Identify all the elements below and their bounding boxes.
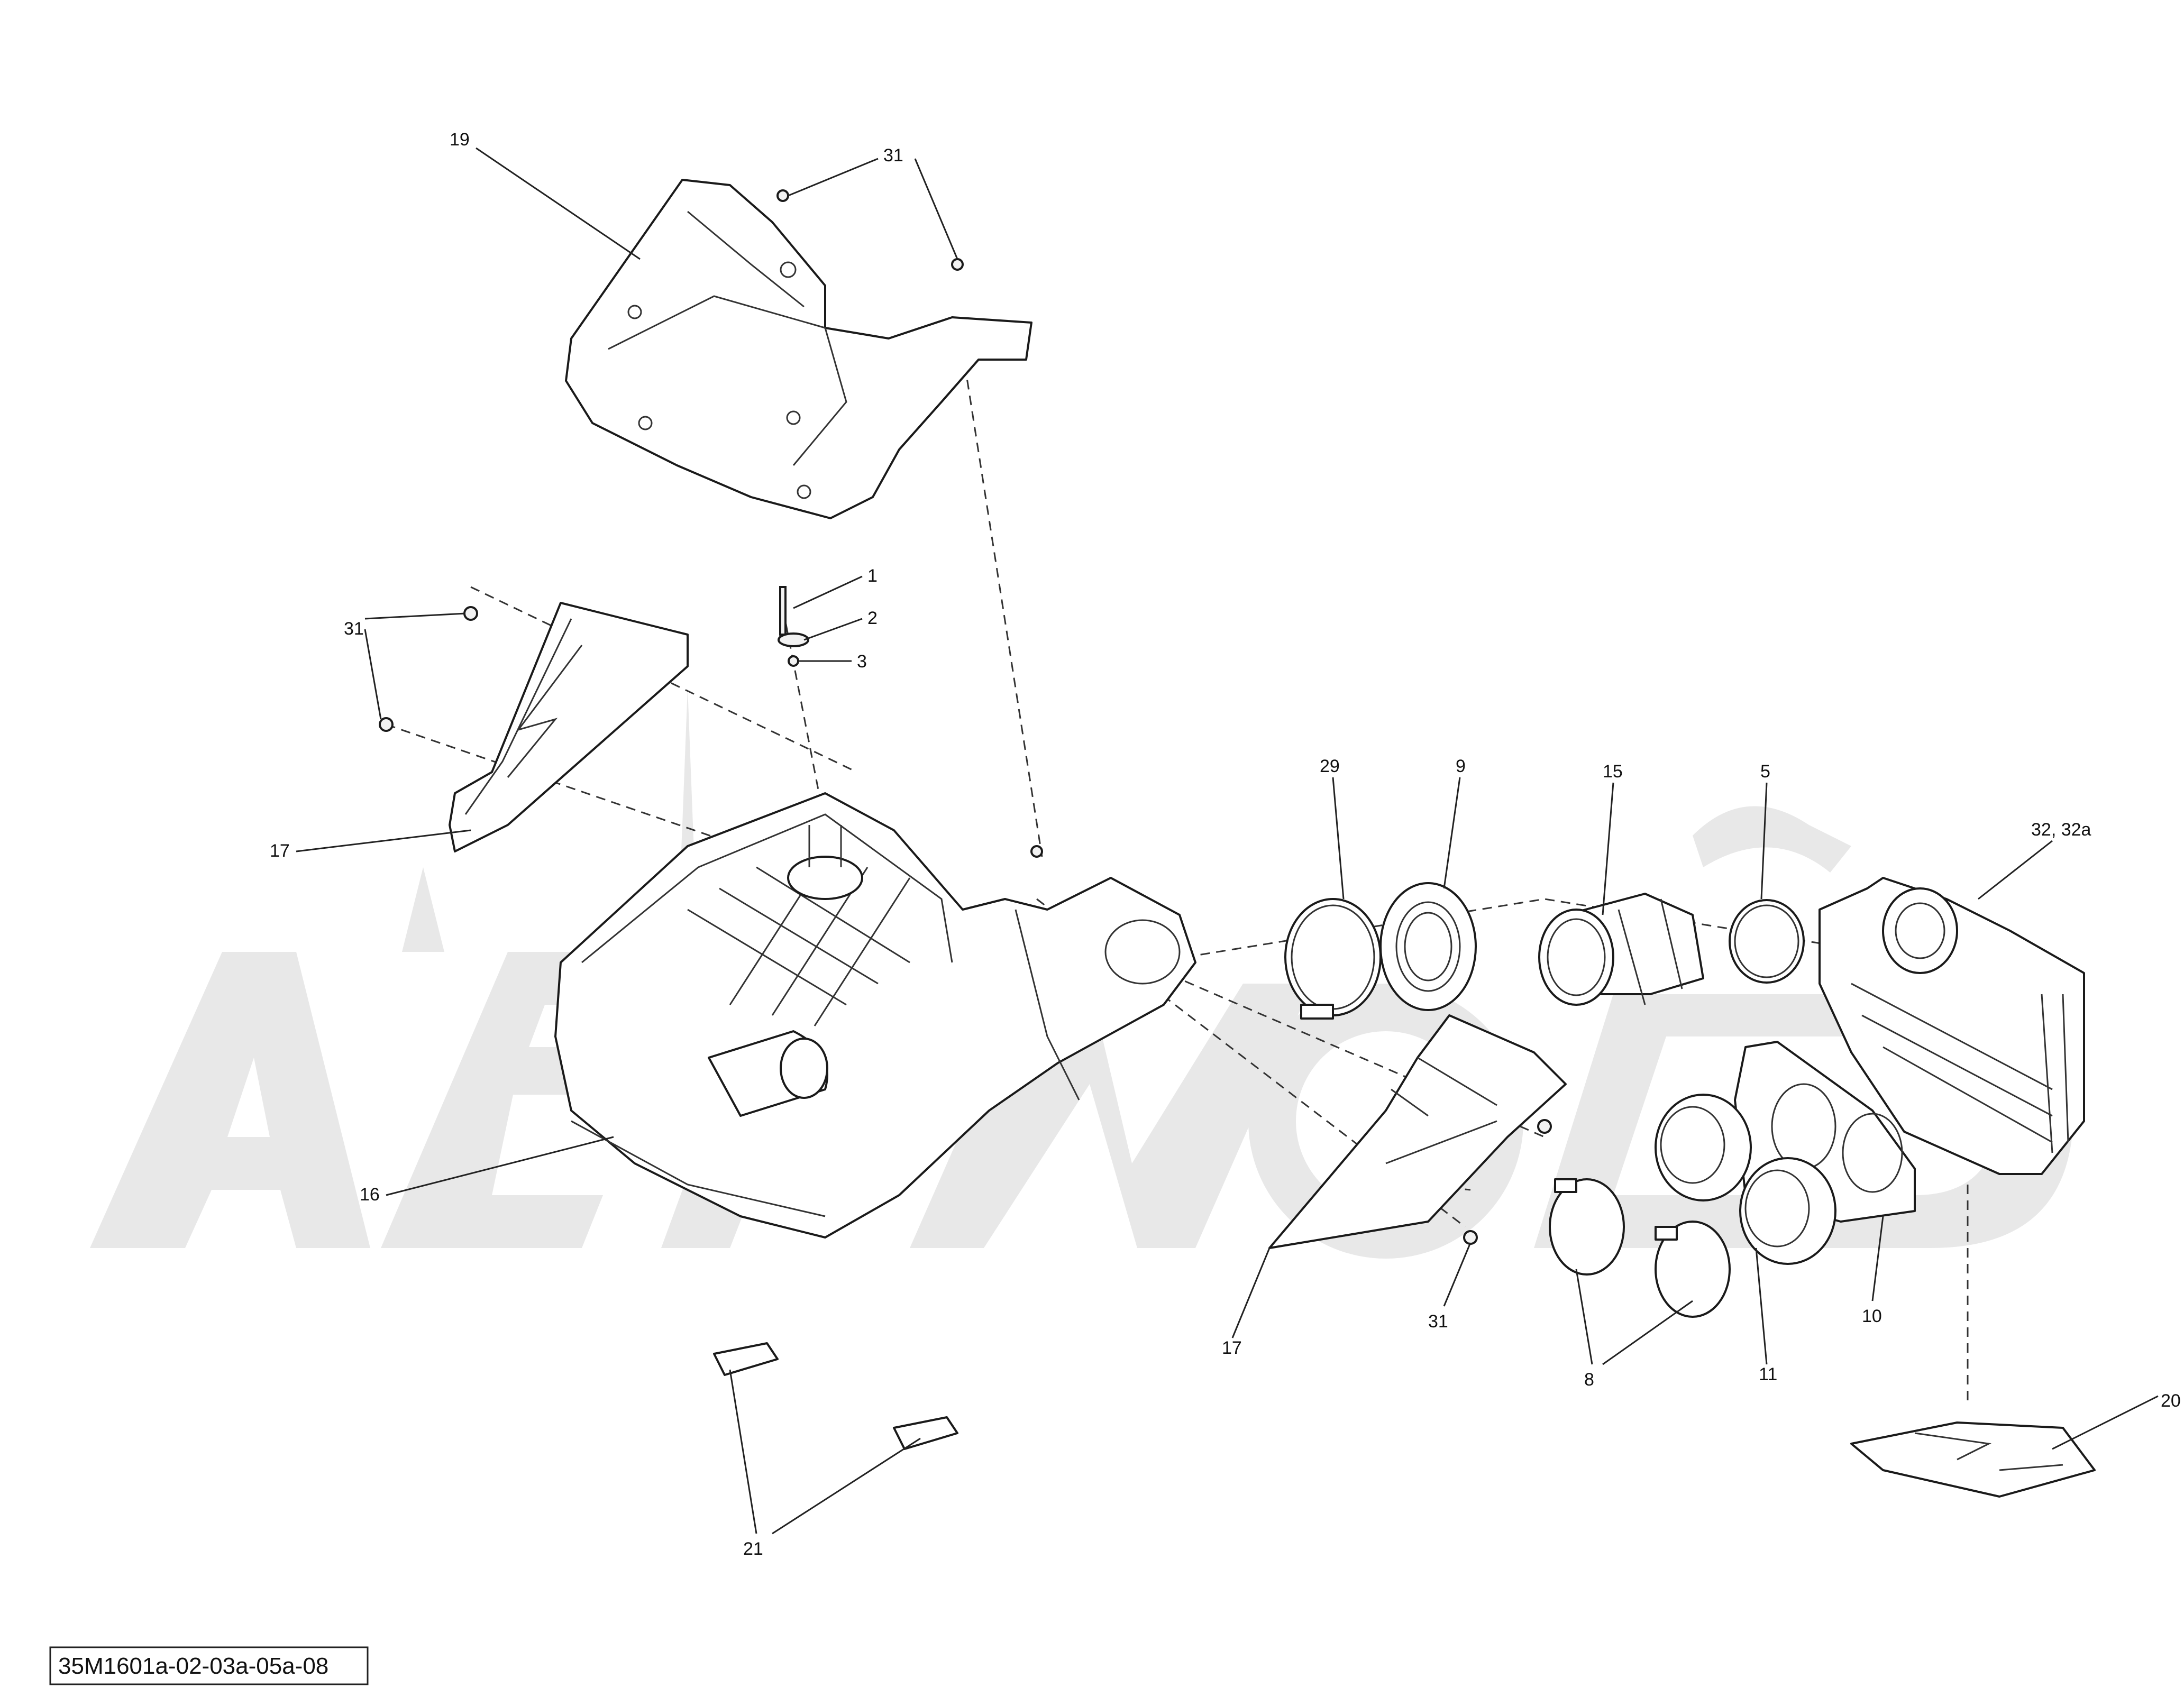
part-32-filter-box xyxy=(1819,877,2085,1175)
part-9-seal xyxy=(1379,882,1477,1011)
part-17-left-bracket xyxy=(449,602,689,852)
part-21-clips xyxy=(713,1342,958,1450)
callout-32-32a: 32, 32a xyxy=(2031,820,2091,840)
callout-31-left: 31 xyxy=(344,619,364,639)
callout-19: 19 xyxy=(450,130,470,150)
callout-labels: 19 31 1 2 3 31 17 16 29 9 15 5 32, 32a 1… xyxy=(270,130,2181,1559)
part-29-clamp xyxy=(1284,898,1382,1020)
part-15-intake-tube xyxy=(1538,893,1704,1006)
callout-8: 8 xyxy=(1584,1370,1594,1390)
leader-lines xyxy=(296,147,2159,1535)
part-16-airbox-housing xyxy=(554,792,1196,1239)
callout-31-top: 31 xyxy=(883,145,903,166)
part-17-right-duct xyxy=(1268,1014,1567,1249)
callout-20: 20 xyxy=(2161,1391,2181,1411)
callout-3: 3 xyxy=(857,652,867,672)
callout-9: 9 xyxy=(1456,756,1466,776)
part-19-duct-cover xyxy=(565,179,1032,519)
reference-code-box: 35M1601a-02-03a-05a-08 xyxy=(49,1646,369,1685)
callout-17-right: 17 xyxy=(1222,1338,1242,1358)
callout-2: 2 xyxy=(867,608,878,628)
callout-5: 5 xyxy=(1760,762,1770,782)
callout-16: 16 xyxy=(360,1185,380,1205)
callout-29: 29 xyxy=(1320,756,1340,776)
part-11-intake-boots xyxy=(1655,1094,1836,1265)
callout-15: 15 xyxy=(1603,762,1623,782)
reference-code: 35M1601a-02-03a-05a-08 xyxy=(58,1653,328,1679)
callout-11: 11 xyxy=(1759,1364,1777,1384)
part-5-o-ring xyxy=(1729,899,1805,984)
callout-21: 21 xyxy=(743,1539,763,1559)
callout-10: 10 xyxy=(1862,1306,1882,1326)
part-8-clamps xyxy=(1549,1178,1731,1318)
callout-1: 1 xyxy=(867,566,878,586)
part-20-base-plate xyxy=(1850,1421,2096,1498)
callout-31-right: 31 xyxy=(1428,1311,1448,1332)
callout-17-left: 17 xyxy=(270,841,290,861)
